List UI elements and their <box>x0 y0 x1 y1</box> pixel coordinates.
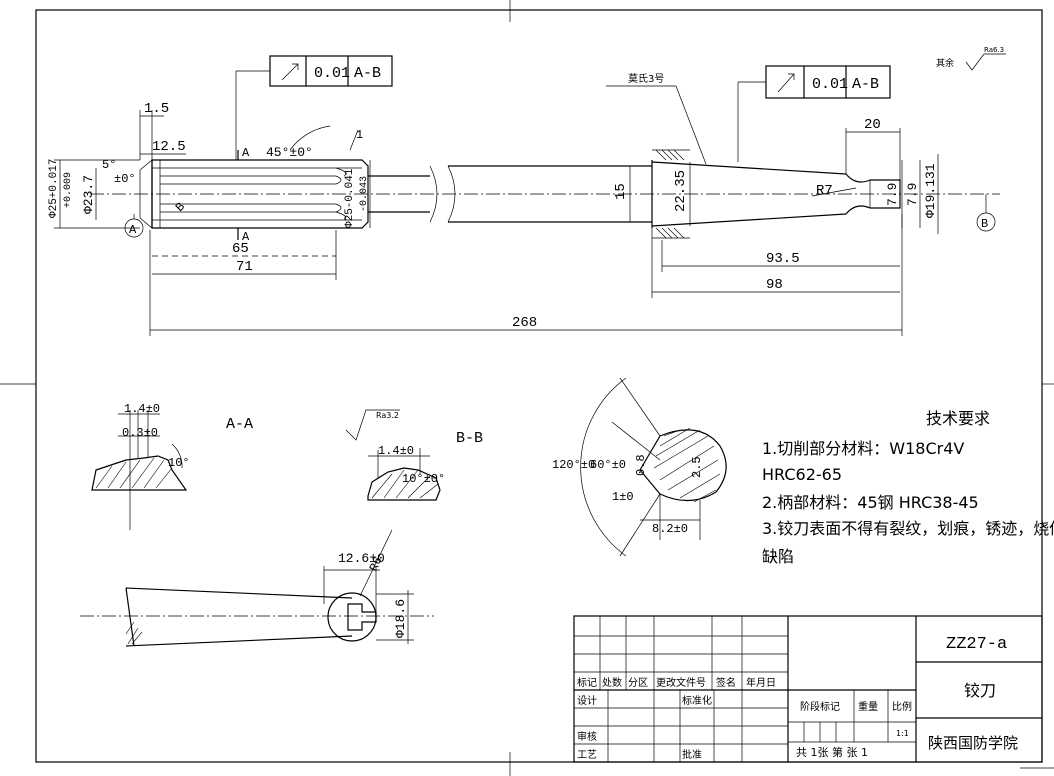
section-a-bot: A <box>242 230 250 244</box>
dim-0-3: 0.3±0 <box>122 426 158 440</box>
part-number: ZZ27-a <box>946 635 1007 654</box>
dim-12-5: 12.5 <box>152 139 186 155</box>
drawing-border <box>35 9 1043 763</box>
reamer-main-view <box>139 149 901 239</box>
req-line-1: 1.切削部分材料：W18Cr4V <box>762 439 964 458</box>
dim-25-top: Φ25+0.017 <box>48 159 60 218</box>
svg-text:比例: 比例 <box>892 700 912 713</box>
svg-text:签名: 签名 <box>716 676 736 689</box>
tol2-value: 0.01 <box>812 76 848 93</box>
dim-10deg: 10° <box>168 456 190 470</box>
req-line-5: 缺陷 <box>762 547 794 566</box>
dim-r7: R7 <box>816 183 833 199</box>
svg-text:批准: 批准 <box>682 748 702 761</box>
dim-18-6: Φ18.6 <box>393 599 408 638</box>
dim-65: 65 <box>232 241 249 257</box>
dim-20: 20 <box>864 117 881 133</box>
svg-text:审核: 审核 <box>577 730 597 743</box>
dim-1-4: 1.4±0 <box>124 402 160 416</box>
dim-60deg: 60°±0 <box>590 458 626 472</box>
svg-text:处数: 处数 <box>602 676 622 689</box>
dim-12-6: 12.6±0 <box>338 551 385 566</box>
svg-text:1:1: 1:1 <box>896 729 909 738</box>
svg-text:Ra3.2: Ra3.2 <box>376 411 399 420</box>
part-name: 铰刀 <box>964 681 996 700</box>
svg-text:工艺: 工艺 <box>577 749 597 761</box>
svg-text:A-A: A-A <box>226 416 253 433</box>
tol1-value: 0.01 <box>314 65 350 82</box>
tol1-datum: A-B <box>354 65 381 82</box>
morse-label: 莫氏3号 <box>628 73 664 85</box>
svg-text:其余: 其余 <box>936 57 954 69</box>
svg-text:重量: 重量 <box>858 700 878 713</box>
dim-120deg: 120°±0 <box>552 458 595 472</box>
svg-text:更改文件号: 更改文件号 <box>656 676 706 689</box>
datum-b: B <box>981 217 988 231</box>
svg-text:标准化: 标准化 <box>682 694 712 707</box>
dim-8-2: 8.2±0 <box>652 522 688 536</box>
dim-7-9-b: 7.9 <box>905 183 920 206</box>
svg-text:年月日: 年月日 <box>746 676 776 689</box>
dim-1-4b: 1.4±0 <box>378 444 414 458</box>
section-b-mark: B <box>173 200 188 215</box>
dim-0deg: ±0° <box>114 172 136 186</box>
section-a-top: A <box>242 146 250 160</box>
title-block: ZZ27-a 铰刀 陕西国防学院 标记 处数 分区 更改文件号 签名 年月日 设… <box>573 615 1043 763</box>
svg-text:共 1张 第 张 1: 共 1张 第 张 1 <box>796 745 868 759</box>
technical-requirements: 技术要求 1.切削部分材料：W18Cr4V HRC62-65 2.柄部材料：45… <box>762 409 1054 566</box>
dim-0-8: 0.8 <box>634 454 648 476</box>
section-bb: B-B Ra3.2 1.4±0 10°±0° <box>345 409 483 501</box>
dim-1-0: 1±0 <box>612 490 634 504</box>
tolerance-frame-1: 0.01 A-B <box>235 55 393 160</box>
tol2-datum: A-B <box>852 76 879 93</box>
req-line-4: 3.铰刀表面不得有裂纹，划痕，锈迹，烧伤等 <box>762 519 1054 538</box>
svg-text:分区: 分区 <box>628 677 648 689</box>
dim-93-5: 93.5 <box>766 251 800 267</box>
svg-text:Ra6.3: Ra6.3 <box>984 46 1004 54</box>
dim-19-131: Φ19.131 <box>923 163 938 218</box>
dim-r6: R6 <box>367 555 386 574</box>
taper-detail: 12.6±0 R6 Φ18.6 <box>80 529 434 647</box>
dim-23-7: Φ23.7 <box>81 175 96 214</box>
dim-268: 268 <box>512 315 537 331</box>
svg-text:标记: 标记 <box>577 677 597 689</box>
section-detail-circle: 120°±0 60°±0 0.8 2.5 1±0 8.2±0 <box>552 377 727 557</box>
dim-1-5: 1.5 <box>144 101 169 117</box>
dim-22-35: 22.35 <box>673 170 689 212</box>
organization: 陕西国防学院 <box>928 734 1018 752</box>
dim-2-5: 2.5 <box>690 456 704 478</box>
dim-25-bot: +0.009 <box>63 172 74 208</box>
req-line-2: HRC62-65 <box>762 465 842 484</box>
dim-98: 98 <box>766 277 783 293</box>
dim-15: 15 <box>613 183 629 200</box>
dim-7-9-a: 7.9 <box>885 183 900 206</box>
svg-text:设计: 设计 <box>577 694 597 707</box>
tolerance-frame-2: 0.01 A-B <box>737 65 891 162</box>
dim-25b-bot: -0.043 <box>359 176 370 212</box>
dim-45deg: 45°±0° <box>266 145 313 160</box>
dim-10deg-b: 10°±0° <box>402 472 445 486</box>
roughness-other: 其余 Ra6.3 <box>936 46 1006 71</box>
svg-text:B-B: B-B <box>456 430 483 447</box>
dim-5deg: 5° <box>102 158 116 172</box>
req-title: 技术要求 <box>926 409 990 428</box>
dim-71: 71 <box>236 259 253 275</box>
main-dimensions: 268 98 93.5 71 65 12.5 1.5 20 R7 15 <box>48 101 939 336</box>
section-aa: A-A 1.4±0 0.3±0 10° <box>91 402 253 530</box>
req-line-3: 2.柄部材料：45钢 HRC38-45 <box>762 493 979 512</box>
leader-1: 1 <box>356 128 363 142</box>
datum-a: A <box>129 223 137 237</box>
svg-text:阶段标记: 阶段标记 <box>800 700 840 713</box>
dim-25b-top: Φ25-0.041 <box>344 168 356 228</box>
